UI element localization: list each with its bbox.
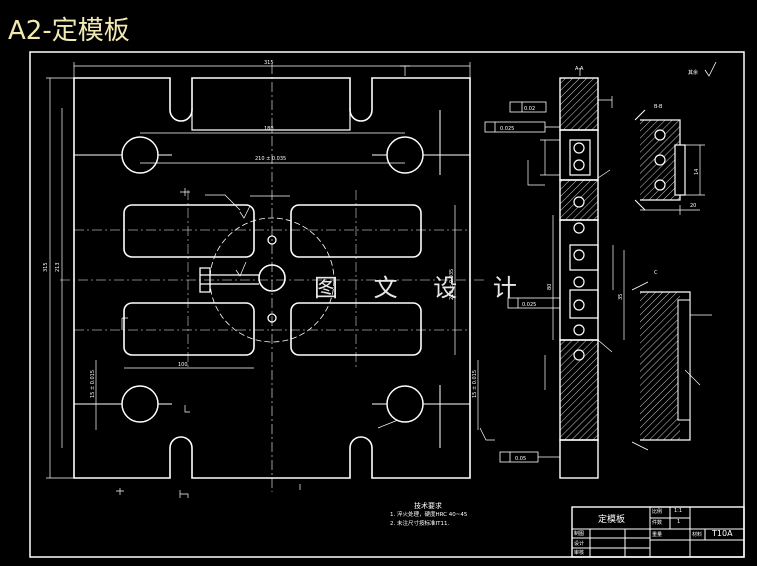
detail-view-b	[634, 109, 705, 215]
tol-flatness-1: 0.025	[500, 126, 514, 132]
dim-section-height: 80	[547, 284, 553, 290]
tol-parallelism: 0.02	[524, 106, 535, 112]
title-block-count-value: 1	[677, 519, 681, 525]
tech-notes-heading: 技术要求	[414, 502, 442, 510]
cavity-pocket-bl	[123, 302, 255, 356]
title-block-designed-label: 设计	[574, 541, 585, 547]
guide-hole-tr	[386, 136, 424, 174]
dim-hole-spacing-v: 210 ± 0.035	[449, 269, 455, 300]
dim-left-side: 15 ± 0.015	[90, 370, 96, 398]
dim-overall-width: 315	[264, 60, 274, 66]
guide-hole-bl	[121, 385, 159, 423]
detail-view-c	[631, 281, 712, 451]
label-section-a: A-A	[575, 66, 584, 72]
dim-height-d: 20	[690, 203, 696, 209]
title-block-ratio-value: 1:1	[674, 508, 683, 514]
title-block-part-name: 定模板	[598, 515, 626, 525]
title-block-material-label: 材料	[692, 532, 703, 538]
plate-outline	[73, 77, 471, 479]
label-section-b: B-B	[654, 104, 663, 110]
dim-slot-spacing: 180	[264, 126, 274, 132]
tol-bottom: 0.05	[515, 456, 526, 462]
plan-dim-text: 315 180 210 ± 0.035 100 315 213 15 ± 0.0…	[43, 60, 478, 398]
dim-right-side: 15 ± 0.015	[472, 370, 478, 398]
title-block-material-value: T10A	[712, 529, 733, 538]
section-view	[527, 68, 625, 479]
watermark-text: 图 文 设 计	[314, 274, 531, 302]
label-detail-c: C	[654, 270, 658, 276]
page-title: A2-定模板	[8, 16, 130, 46]
guide-hole-tl	[121, 136, 159, 174]
dim-height-b: 35	[618, 294, 624, 300]
cavity-pocket-tl	[123, 204, 255, 258]
sheet-border	[29, 51, 745, 558]
dim-inner-height: 213	[55, 262, 61, 272]
title-block-weight-label: 重量	[652, 532, 663, 538]
title-block-count-label: 件数	[652, 520, 663, 526]
dim-overall-height: 315	[43, 262, 49, 272]
tech-note-1: 1. 淬火处理，硬度HRC 40~45	[390, 512, 468, 518]
title-block-ratio-label: 比例	[652, 509, 663, 515]
roughness-symbol	[704, 61, 717, 77]
dim-hole-spacing: 210 ± 0.035	[255, 156, 286, 162]
tolerance-frames	[484, 101, 561, 463]
title-block-drawn-label: 制图	[574, 531, 585, 537]
tol-flatness-2: 0.025	[522, 302, 536, 308]
guide-hole-br	[386, 385, 424, 423]
label-roughness-other: 其余	[688, 69, 698, 76]
dim-bottom-width: 100	[178, 362, 188, 368]
tolerance-text: 0.02 0.025 0.025 0.05 80 35 A-A 其余	[500, 66, 698, 462]
dim-height-c: 14	[694, 169, 700, 175]
tech-note-2: 2. 未注尺寸按标准IT11.	[390, 521, 450, 527]
title-block-checked-label: 审核	[574, 550, 585, 556]
technical-notes: 技术要求 1. 淬火处理，硬度HRC 40~45 2. 未注尺寸按标准IT11.	[390, 502, 467, 529]
plan-view	[46, 62, 495, 498]
title-block	[571, 506, 745, 558]
